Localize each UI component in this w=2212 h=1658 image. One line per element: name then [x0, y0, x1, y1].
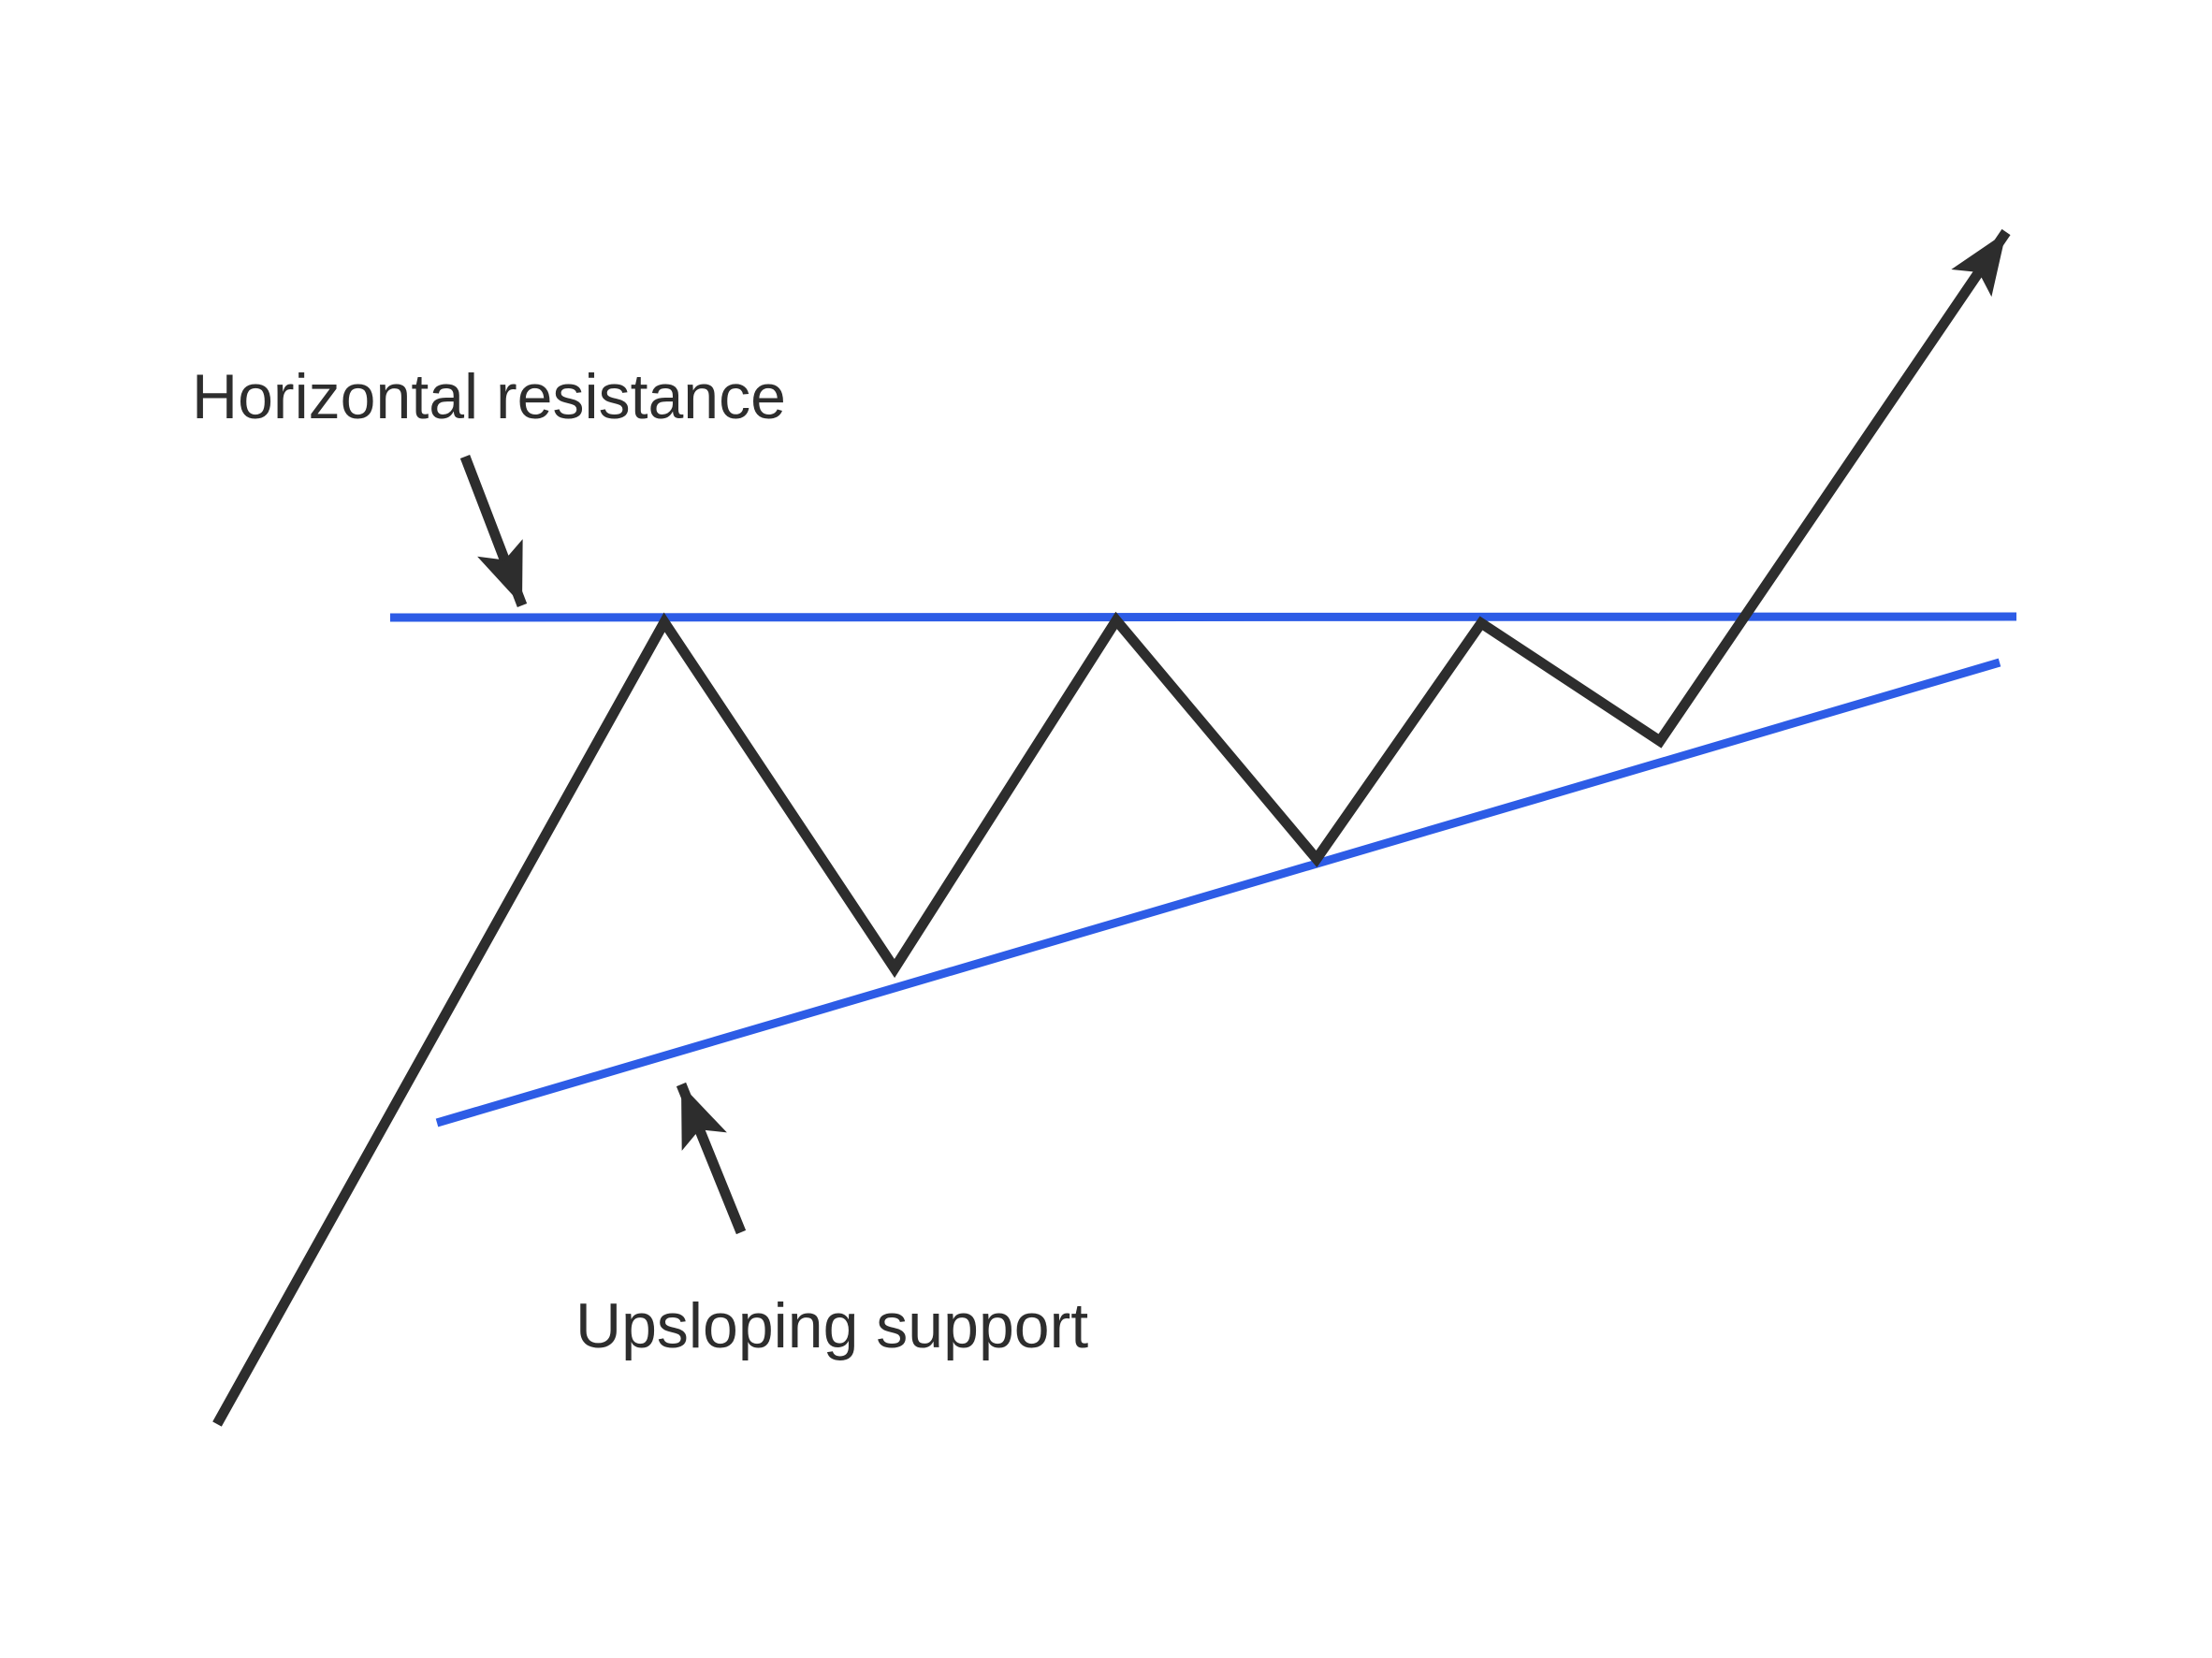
resistance-trendline	[389, 612, 2017, 622]
support-trendline	[435, 658, 2001, 1127]
support-pointer-arrow-icon	[676, 1082, 747, 1235]
resistance-pointer-arrow-icon	[459, 455, 528, 607]
resistance-label: Horizontal resistance	[192, 361, 786, 432]
support-label: Upsloping support	[575, 1290, 1089, 1361]
price-line	[212, 228, 2011, 1427]
